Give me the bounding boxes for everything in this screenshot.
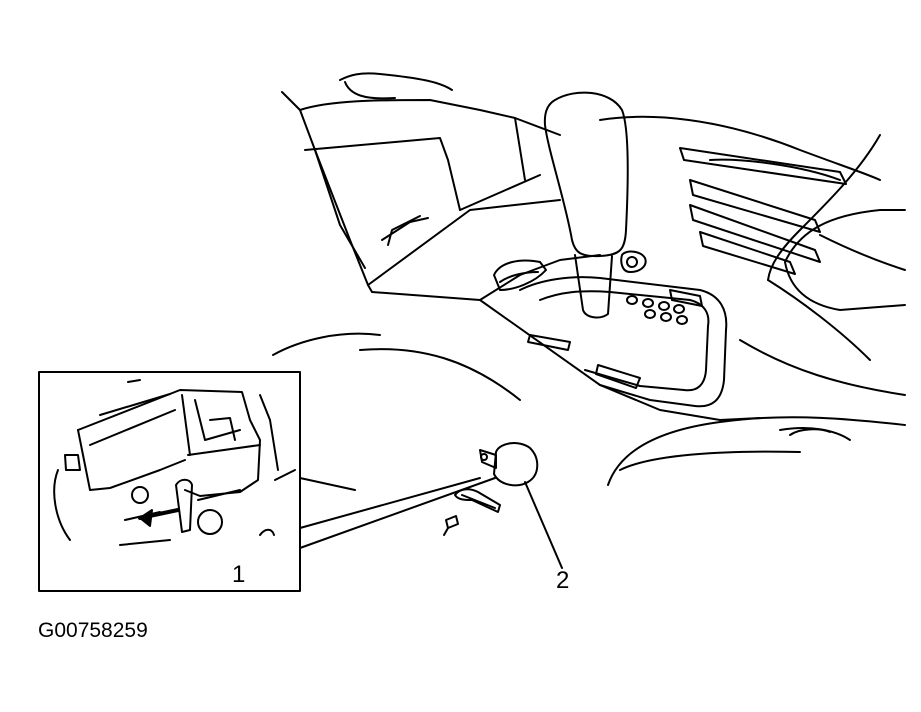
- shift-console: [371, 254, 761, 421]
- key-slot-parts: [443, 488, 501, 536]
- callout-label-1: 1: [232, 561, 246, 588]
- leader-lines: [299, 477, 563, 569]
- key-fob: [479, 442, 539, 487]
- floor-lines: [272, 332, 521, 491]
- seats: [607, 209, 906, 486]
- arrow-icon: [138, 508, 180, 527]
- callout-label-2: 2: [556, 567, 570, 594]
- dashboard-panel: [281, 72, 561, 293]
- figure-id-label: G00758259: [38, 619, 148, 642]
- shift-buttons: [626, 295, 688, 325]
- gear-shift-knob: [543, 91, 647, 319]
- right-trim: [599, 115, 906, 396]
- inset-detail: [38, 371, 301, 592]
